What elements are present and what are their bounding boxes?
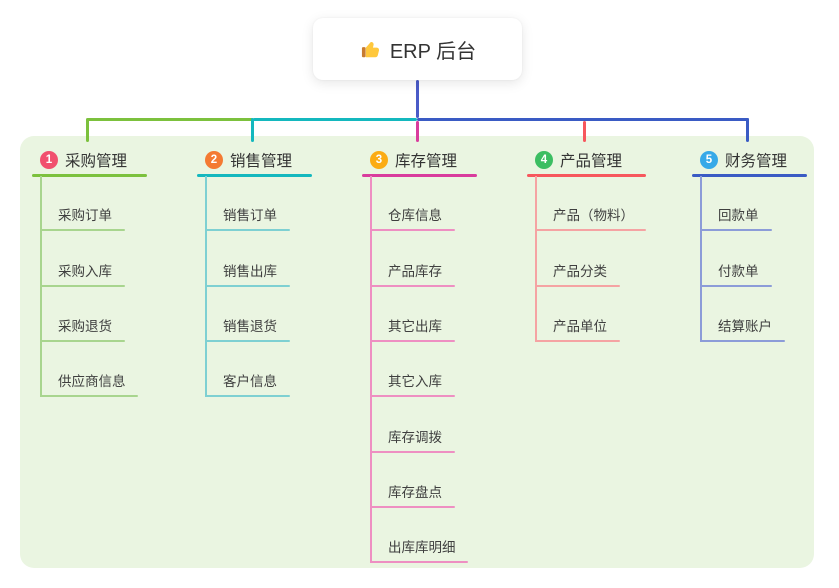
child-connector-line — [40, 395, 138, 397]
connector-bus-segment-2 — [253, 118, 417, 121]
branch-node-2[interactable]: 2 销售管理 — [205, 149, 292, 171]
child-node[interactable]: 库存盘点 — [388, 485, 442, 500]
child-connector-line — [370, 229, 455, 231]
child-node[interactable]: 其它入库 — [388, 374, 442, 389]
child-node[interactable]: 产品（物料） — [553, 208, 634, 223]
child-connector-line — [370, 561, 468, 563]
child-connector-line — [370, 340, 455, 342]
child-node[interactable]: 产品分类 — [553, 264, 607, 279]
branch-trunk-line-3 — [370, 176, 372, 563]
connector-bus-segment-1 — [87, 118, 253, 121]
child-node[interactable]: 客户信息 — [223, 374, 277, 389]
child-connector-line — [700, 340, 785, 342]
child-connector-line — [370, 506, 455, 508]
child-node[interactable]: 采购入库 — [58, 264, 112, 279]
child-node[interactable]: 回款单 — [718, 208, 759, 223]
child-connector-line — [40, 340, 125, 342]
branch-underline-1 — [32, 174, 147, 177]
child-node[interactable]: 销售订单 — [223, 208, 277, 223]
connector-root-stem — [416, 80, 419, 118]
child-connector-line — [40, 229, 125, 231]
child-node[interactable]: 采购退货 — [58, 319, 112, 334]
child-node[interactable]: 产品单位 — [553, 319, 607, 334]
child-connector-line — [535, 340, 620, 342]
branch-underline-5 — [692, 174, 807, 177]
child-connector-line — [370, 395, 455, 397]
child-node[interactable]: 仓库信息 — [388, 208, 442, 223]
child-node[interactable]: 供应商信息 — [58, 374, 126, 389]
branch-badge-4: 4 — [535, 151, 553, 169]
child-node[interactable]: 其它出库 — [388, 319, 442, 334]
branch-badge-2: 2 — [205, 151, 223, 169]
child-connector-line — [40, 285, 125, 287]
branch-node-1[interactable]: 1 采购管理 — [40, 149, 127, 171]
branch-trunk-line-4 — [535, 176, 537, 342]
connector-elbow-branch-5 — [746, 118, 749, 142]
connector-elbow-branch-1 — [86, 118, 89, 142]
branch-title-5: 财务管理 — [725, 153, 788, 170]
branch-underline-4 — [527, 174, 646, 177]
branch-title-2: 销售管理 — [230, 153, 293, 170]
branch-title-4: 产品管理 — [560, 153, 623, 170]
branch-badge-1: 1 — [40, 151, 58, 169]
child-connector-line — [205, 285, 290, 287]
child-connector-line — [205, 340, 290, 342]
child-node[interactable]: 库存调拨 — [388, 430, 442, 445]
connector-bus-segment-3 — [417, 118, 749, 121]
branch-node-3[interactable]: 3 库存管理 — [370, 149, 457, 171]
branch-badge-3: 3 — [370, 151, 388, 169]
connector-elbow-branch-4 — [583, 121, 586, 142]
branch-badge-5: 5 — [700, 151, 718, 169]
child-node[interactable]: 产品库存 — [388, 264, 442, 279]
branch-title-3: 库存管理 — [395, 153, 458, 170]
child-connector-line — [370, 285, 455, 287]
branch-trunk-line-5 — [700, 176, 702, 342]
connector-elbow-branch-2 — [251, 118, 254, 142]
child-node[interactable]: 付款单 — [718, 264, 759, 279]
mindmap-background-panel — [20, 136, 814, 568]
branch-underline-3 — [362, 174, 477, 177]
child-node[interactable]: 销售退货 — [223, 319, 277, 334]
child-connector-line — [205, 229, 290, 231]
branch-underline-2 — [197, 174, 312, 177]
connector-elbow-branch-3 — [416, 121, 419, 142]
thumbs-up-icon — [359, 38, 381, 60]
branch-title-1: 采购管理 — [65, 153, 128, 170]
child-connector-line — [205, 395, 290, 397]
child-connector-line — [700, 229, 772, 231]
branch-node-5[interactable]: 5 财务管理 — [700, 149, 787, 171]
child-node[interactable]: 销售出库 — [223, 264, 277, 279]
child-connector-line — [535, 285, 620, 287]
root-node[interactable]: ERP 后台 — [313, 18, 522, 80]
child-node[interactable]: 采购订单 — [58, 208, 112, 223]
child-connector-line — [535, 229, 646, 231]
child-connector-line — [370, 451, 455, 453]
child-node[interactable]: 出库库明细 — [388, 540, 456, 555]
child-connector-line — [700, 285, 772, 287]
branch-node-4[interactable]: 4 产品管理 — [535, 149, 622, 171]
root-title: ERP 后台 — [389, 40, 477, 63]
child-node[interactable]: 结算账户 — [718, 319, 772, 334]
